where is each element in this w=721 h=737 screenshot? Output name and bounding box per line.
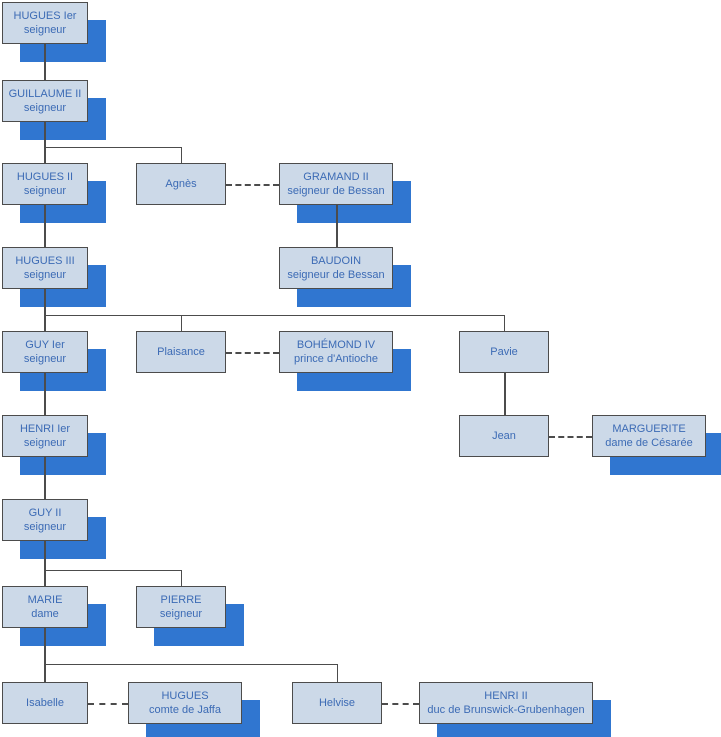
node-jean[interactable]: Jean	[459, 415, 549, 457]
node-agnes[interactable]: Agnès	[136, 163, 226, 205]
node-label-line1: MARGUERITE	[612, 423, 686, 435]
node-label-line2: seigneur	[23, 102, 67, 114]
connector-hugues2-hugues3	[44, 205, 46, 247]
node-henri2[interactable]: HENRI II duc de Brunswick-Grubenhagen	[419, 682, 593, 724]
node-label-line1: GUY II	[28, 507, 62, 519]
connector-hugues1-guillaume2	[44, 44, 46, 80]
node-label-line2: seigneur	[23, 437, 67, 449]
node-guy2[interactable]: GUY II seigneur	[2, 499, 88, 541]
node-label-line1: Agnès	[165, 178, 197, 190]
connector-drop-isabelle	[44, 664, 46, 682]
connector-guy2-bus	[44, 570, 181, 571]
node-label-line1: HENRI II	[484, 690, 528, 702]
marriage-agnes-gramand2	[226, 184, 279, 186]
node-gramand2[interactable]: GRAMAND II seigneur de Bessan	[279, 163, 393, 205]
connector-guillaume2-drop	[44, 122, 46, 147]
connector-guy2-drop	[44, 541, 46, 570]
node-pavie[interactable]: Pavie	[459, 331, 549, 373]
node-label-line1: MARIE	[27, 594, 63, 606]
connector-guillaume2-bus	[44, 147, 181, 148]
connector-gramand2-baudoin	[336, 205, 338, 247]
connector-hugues3-bus	[44, 315, 504, 316]
node-label-line1: Isabelle	[26, 697, 64, 709]
node-label-line1: HUGUES	[161, 690, 209, 702]
connector-drop-guy1	[44, 315, 46, 331]
node-label-line2: prince d'Antioche	[293, 353, 379, 365]
node-label-line1: GRAMAND II	[303, 171, 369, 183]
connector-marie-bus	[44, 664, 337, 665]
node-plaisance[interactable]: Plaisance	[136, 331, 226, 373]
node-label-line1: GUY Ier	[25, 339, 65, 351]
marriage-helvise-henri2	[382, 703, 419, 705]
node-label-line2: seigneur	[23, 24, 67, 36]
connector-guy1-henri1	[44, 373, 46, 415]
node-label-line2: seigneur	[159, 608, 203, 620]
node-label-line1: BAUDOIN	[310, 255, 362, 267]
node-label-line1: HENRI Ier	[19, 423, 71, 435]
node-label-line2: dame de Césarée	[605, 437, 693, 449]
connector-pavie-jean	[504, 373, 506, 415]
node-label-line2: seigneur	[23, 353, 67, 365]
node-label-line1: Helvise	[318, 697, 356, 709]
connector-drop-plaisance	[181, 315, 182, 331]
node-label-line1: GUILLAUME II	[8, 88, 82, 100]
node-pierre[interactable]: PIERRE seigneur	[136, 586, 226, 628]
connector-hugues3-drop	[44, 289, 46, 315]
connector-drop-pierre	[181, 570, 182, 586]
node-baudoin[interactable]: BAUDOIN seigneur de Bessan	[279, 247, 393, 289]
marriage-jean-marguerite	[549, 436, 592, 438]
node-label-line2: comte de Jaffa	[149, 704, 221, 716]
node-marie[interactable]: MARIE dame	[2, 586, 88, 628]
node-hugues1[interactable]: HUGUES Ier seigneur	[2, 2, 88, 44]
node-label-line1: HUGUES III	[15, 255, 75, 267]
node-label-line2: seigneur	[23, 185, 67, 197]
node-henri1[interactable]: HENRI Ier seigneur	[2, 415, 88, 457]
node-label-line1: Plaisance	[157, 346, 205, 358]
node-guy1[interactable]: GUY Ier seigneur	[2, 331, 88, 373]
node-marguerite[interactable]: MARGUERITE dame de Césarée	[592, 415, 706, 457]
connector-drop-pavie	[504, 315, 505, 331]
connector-marie-drop	[44, 628, 46, 664]
connector-henri1-guy2	[44, 457, 46, 499]
marriage-plaisance-bohemond4	[226, 352, 279, 354]
node-label-line1: Jean	[492, 430, 516, 442]
connector-drop-marie	[44, 570, 46, 586]
connector-drop-helvise	[337, 664, 338, 682]
node-hugues3[interactable]: HUGUES III seigneur	[2, 247, 88, 289]
connector-drop-agnes	[181, 147, 182, 163]
node-label-line2: dame	[31, 608, 59, 620]
node-label-line1: PIERRE	[160, 594, 202, 606]
node-label-line2: duc de Brunswick-Grubenhagen	[427, 704, 585, 716]
node-label-line1: BOHÉMOND IV	[296, 339, 376, 351]
node-helvise[interactable]: Helvise	[292, 682, 382, 724]
node-hugues-jaffa[interactable]: HUGUES comte de Jaffa	[128, 682, 242, 724]
node-label-line2: seigneur	[23, 269, 67, 281]
node-bohemond4[interactable]: BOHÉMOND IV prince d'Antioche	[279, 331, 393, 373]
node-label-line2: seigneur de Bessan	[287, 185, 385, 197]
node-guillaume2[interactable]: GUILLAUME II seigneur	[2, 80, 88, 122]
marriage-isabelle-huguesjaffa	[88, 703, 128, 705]
node-label-line1: HUGUES Ier	[13, 10, 77, 22]
node-label-line1: HUGUES II	[16, 171, 74, 183]
node-label-line2: seigneur	[23, 521, 67, 533]
node-label-line1: Pavie	[490, 346, 518, 358]
node-label-line2: seigneur de Bessan	[287, 269, 385, 281]
connector-drop-hugues2	[44, 147, 46, 163]
node-isabelle[interactable]: Isabelle	[2, 682, 88, 724]
node-hugues2[interactable]: HUGUES II seigneur	[2, 163, 88, 205]
